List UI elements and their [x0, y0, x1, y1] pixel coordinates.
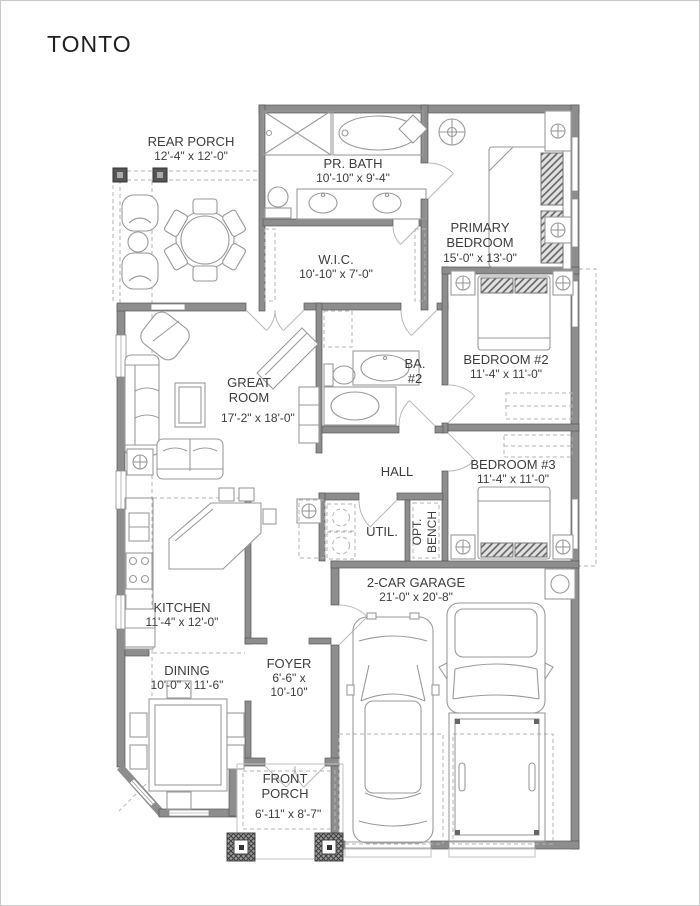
room-dims: 11'-4" x 11'-0" — [476, 472, 550, 487]
room-name: UTIL. — [366, 524, 398, 539]
room-label-garage: 2-CAR GARAGE 21'-0" x 20'-8" — [351, 575, 481, 604]
room-name: BEDROOM #3 — [470, 457, 556, 472]
room-name: FRONT PORCH — [261, 771, 309, 802]
bath2-fixtures — [323, 310, 420, 426]
plan-title: TONTO — [47, 31, 132, 57]
room-name: W.I.C. — [318, 252, 354, 267]
rear-porch-furniture — [112, 167, 246, 290]
room-dims: 10'-10" x 9'-4" — [316, 171, 390, 186]
room-label-bath2: BA. #2 — [398, 356, 432, 387]
room-label-util: UTIL. — [352, 524, 412, 539]
room-name: KITCHEN — [153, 600, 211, 615]
room-label-dining: DINING 10'-0" x 11'-6" — [122, 663, 252, 692]
kitchen-fixtures — [124, 487, 277, 650]
room-name: PRIMARY BEDROOM — [446, 220, 514, 251]
front-porch-structure — [226, 763, 344, 862]
room-name: BEDROOM #2 — [463, 352, 549, 367]
room-name: REAR PORCH — [147, 134, 235, 149]
room-label-kitchen: KITCHEN 11'-4" x 12'-0" — [117, 600, 247, 629]
room-label-bedroom2: BEDROOM #2 11'-4" x 11'-0" — [441, 352, 571, 381]
room-dims: 11'-4" x 11'-0" — [469, 367, 543, 382]
windows — [115, 136, 579, 858]
room-dims: 12'-4" x 12'-0" — [154, 149, 228, 164]
room-name: OPT. BENCH — [410, 511, 439, 554]
room-dims: 15'-0" x 13'-0" — [443, 250, 517, 265]
great-room-furniture — [124, 311, 322, 524]
room-label-foyer: FOYER 6'-6" x 10'-10" — [264, 656, 314, 700]
utility-fixtures — [298, 499, 440, 560]
room-dims: 10'-10" x 7'-0" — [299, 267, 373, 282]
room-name: HALL — [380, 464, 414, 479]
room-label-great-room: GREAT ROOM 17'-2" x 18'-0" — [221, 375, 295, 425]
room-label-hall: HALL — [367, 464, 427, 479]
bedroom3-furniture — [450, 434, 574, 560]
garage-vehicles — [338, 568, 576, 845]
room-label-primary-bedroom: PRIMARY BEDROOM 15'-0" x 13'-0" — [438, 220, 522, 265]
room-label-bedroom3: BEDROOM #3 11'-4" x 11'-0" — [448, 457, 578, 486]
room-name: 2-CAR GARAGE — [366, 575, 466, 590]
room-name: FOYER — [266, 656, 312, 671]
room-label-pr-bath: PR. BATH 10'-10" x 9'-4" — [298, 156, 408, 185]
room-name: BA. #2 — [404, 356, 426, 387]
room-dims: 6'-11" x 8'-7" — [255, 806, 322, 821]
room-label-rear-porch: REAR PORCH 12'-4" x 12'-0" — [126, 134, 256, 163]
room-name: GREAT ROOM — [227, 375, 271, 406]
room-dims: 10'-0" x 11'-6" — [150, 678, 224, 693]
room-name: DINING — [164, 663, 210, 678]
room-dims: 6'-6" x 10'-10" — [270, 671, 308, 700]
room-dims: 21'-0" x 20'-8" — [379, 590, 453, 605]
room-dims: 11'-4" x 12'-0" — [145, 615, 219, 630]
room-label-front-porch: FRONT PORCH 6'-11" x 8'-7" — [255, 771, 322, 821]
primary-bedroom-furniture — [398, 110, 572, 270]
dining-furniture — [129, 680, 245, 810]
bedroom2-furniture — [450, 270, 574, 420]
room-dims: 17'-2" x 18'-0" — [221, 410, 295, 425]
room-label-opt-bench: OPT. BENCH — [410, 507, 440, 557]
room-name: PR. BATH — [323, 156, 383, 171]
room-label-wic: W.I.C. 10'-10" x 7'-0" — [281, 252, 391, 281]
